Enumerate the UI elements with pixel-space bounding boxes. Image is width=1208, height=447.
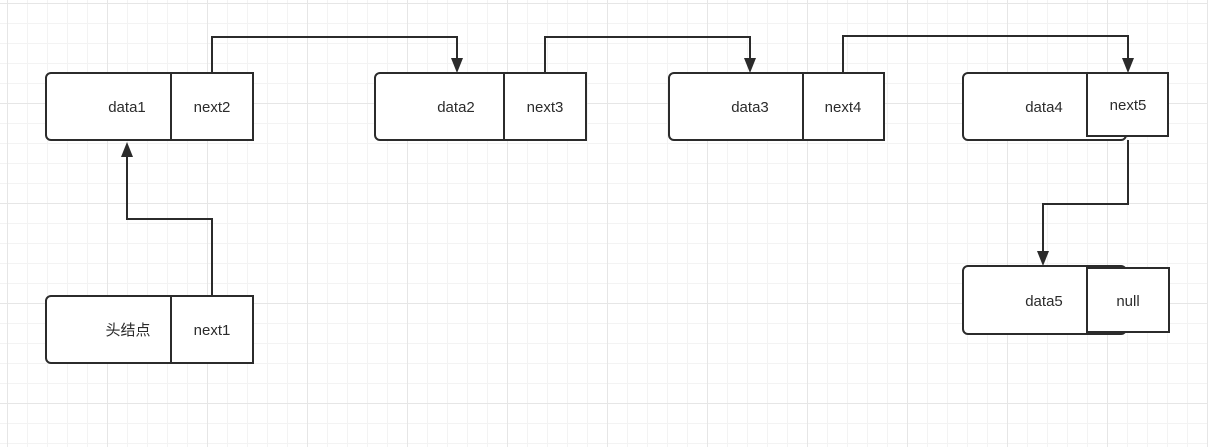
node-5-pointer-label: null xyxy=(1116,293,1139,310)
node-1-pointer xyxy=(170,72,254,141)
node-4: data4 next5 xyxy=(962,72,1169,141)
node-4-pointer-label: next5 xyxy=(1110,97,1147,114)
node-3-data-label: data3 xyxy=(731,99,769,116)
node-1-pointer-label: next2 xyxy=(194,99,231,116)
head-node-pointer xyxy=(170,295,254,364)
edge-next2-to-data2 xyxy=(211,36,463,73)
edge-next5-to-data5 xyxy=(1037,140,1129,266)
node-2-pointer xyxy=(503,72,587,141)
node-2: data2 next3 xyxy=(374,72,587,141)
head-node-label: 头结点 xyxy=(105,322,150,339)
edge-next3-to-data3 xyxy=(544,36,756,73)
node-5-data-label: data5 xyxy=(1025,293,1063,310)
node-3: data3 next4 xyxy=(668,72,885,141)
connectors xyxy=(121,35,1134,296)
node-1: data1 next2 xyxy=(45,72,254,141)
node-5: data5 null xyxy=(962,265,1170,335)
node-4-data-label: data4 xyxy=(1025,99,1063,116)
node-5-pointer xyxy=(1086,267,1170,333)
head-node: 头结点 next1 xyxy=(45,295,254,364)
edge-next1-to-data1 xyxy=(121,142,213,296)
edge-next4-to-data4 xyxy=(842,35,1134,73)
node-4-pointer xyxy=(1086,72,1169,137)
node-1-data-label: data1 xyxy=(108,99,146,116)
node-3-pointer xyxy=(802,72,885,141)
head-node-pointer-label: next1 xyxy=(194,322,231,339)
node-3-pointer-label: next4 xyxy=(825,99,862,116)
node-2-data-label: data2 xyxy=(437,99,475,116)
node-2-pointer-label: next3 xyxy=(527,99,564,116)
